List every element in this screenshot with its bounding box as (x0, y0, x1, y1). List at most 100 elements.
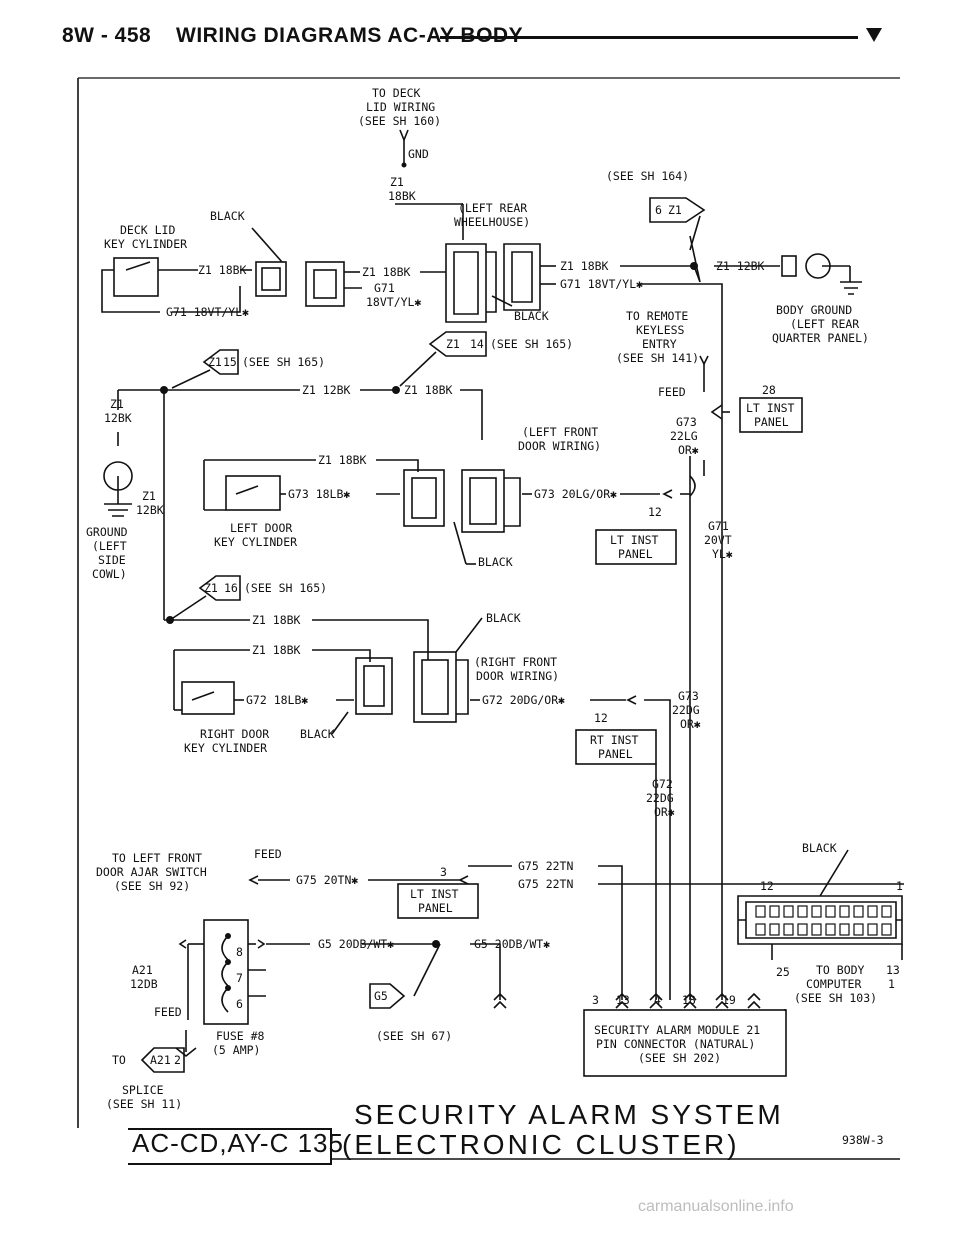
page-header: 8W - 458 WIRING DIAGRAMS AC-AY BODY (0, 0, 960, 60)
watermark-text: carmanualsonline.info (638, 1198, 794, 1215)
label-g73-22lg-1: G73 (676, 415, 697, 429)
label-deck-lid-1: DECK LID (120, 223, 175, 237)
label-left-front-2: DOOR WIRING) (518, 439, 601, 453)
label-g73-22lg-3: OR✱ (678, 443, 699, 457)
label-conn-14: 14 (470, 337, 484, 351)
label-g71-20vt-2: 20VT (704, 533, 732, 547)
label-g72-18lb: G72 18LB✱ (246, 693, 308, 707)
label-lt-inst-a2: PANEL (754, 415, 789, 429)
label-see-sh-165-b: (SEE SH 165) (490, 337, 573, 351)
label-1: 1 (896, 879, 903, 893)
label-deck-lid-wiring-3: (SEE SH 160) (358, 114, 441, 128)
label-left-door-1: LEFT DOOR (230, 521, 292, 535)
header-rule (440, 36, 858, 39)
footer-code: AC-CD,AY-C 135 (132, 1128, 344, 1158)
label-deck-lid-wiring-2: LID WIRING (366, 100, 435, 114)
label-pin-19: 19 (722, 993, 736, 1007)
label-1b: 1 (888, 977, 895, 991)
label-splice-1: SPLICE (122, 1083, 164, 1097)
label-to-lf-door-3: (SEE SH 92) (114, 879, 190, 893)
label-lt-inst-b2: PANEL (618, 547, 653, 561)
label-fuse-pin-7: 7 (236, 971, 243, 985)
label-g5-20db-b: G5 20DB/WT✱ (474, 937, 550, 951)
label-to-remote-2: KEYLESS (636, 323, 685, 337)
label-g73-22dg-1: G73 (678, 689, 699, 703)
label-3: 3 (440, 865, 447, 879)
label-to-remote-3: ENTRY (642, 337, 677, 351)
label-g72-22dg-1: G72 (652, 777, 673, 791)
label-feed-top: FEED (658, 385, 686, 399)
label-g73-22dg-3: OR✱ (680, 717, 701, 731)
label-conn-2: 2 (174, 1053, 181, 1067)
label-g72-20dg: G72 20DG/OR✱ (482, 693, 565, 707)
label-see-sh-165-a: (SEE SH 165) (242, 355, 325, 369)
drawing-number: 938W-3 (842, 1133, 884, 1147)
label-see-sh-67: (SEE SH 67) (376, 1029, 452, 1043)
label-g71-20vt-3: YL✱ (712, 547, 733, 561)
label-fuse-8-2: (5 AMP) (212, 1043, 260, 1057)
label-to-body-2: COMPUTER (806, 977, 861, 991)
label-z1-12bk-mid: Z1 12BK (302, 383, 351, 397)
label-lt-inst-a1: LT INST (746, 401, 795, 415)
label-28: 28 (762, 383, 776, 397)
label-module-3: (SEE SH 202) (638, 1051, 721, 1065)
label-12bk-ground: 12BK (136, 503, 164, 517)
label-left-rear-2: WHEELHOUSE) (454, 215, 530, 229)
label-to-body-3: (SEE SH 103) (794, 991, 877, 1005)
label-g75-22tn-a: G75 22TN (518, 859, 573, 873)
label-12db: 12DB (130, 977, 158, 991)
label-conn-g5: G5 (374, 989, 388, 1003)
label-g73-18lb: G73 18LB✱ (288, 487, 350, 501)
label-right-door-1: RIGHT DOOR (200, 727, 269, 741)
label-pin-3: 3 (592, 993, 599, 1007)
label-fuse-pin-6: 6 (236, 997, 243, 1011)
label-z1-ground: Z1 (142, 489, 156, 503)
label-black-right: BLACK (300, 727, 335, 741)
label-lt-inst-c2: PANEL (418, 901, 453, 915)
label-rt-inst-1: RT INST (590, 733, 639, 747)
label-body-ground-2: (LEFT REAR (790, 317, 859, 331)
label-body-ground-3: QUARTER PANEL) (772, 331, 869, 345)
label-left-rear-1: (LEFT REAR (458, 201, 527, 215)
label-12bk-left: 12BK (104, 411, 132, 425)
label-to-remote-4: (SEE SH 141) (616, 351, 699, 365)
label-black-left: BLACK (478, 555, 513, 569)
label-z1-left: Z1 (110, 397, 124, 411)
label-g75-20tn: G75 20TN✱ (296, 873, 358, 887)
label-conn-z1-6: Z1 (668, 203, 682, 217)
label-see-sh-165-c: (SEE SH 165) (244, 581, 327, 595)
label-pin-18: 18 (682, 993, 696, 1007)
label-right-front-2: DOOR WIRING) (476, 669, 559, 683)
label-g71-b1: G71 (374, 281, 395, 295)
label-g73-20lg: G73 20LG/OR✱ (534, 487, 617, 501)
label-right-door-2: KEY CYLINDER (184, 741, 267, 755)
label-fuse-8-1: FUSE #8 (216, 1029, 265, 1043)
label-to-remote-1: TO REMOTE (626, 309, 688, 323)
label-g71-b2: 18VT/YL✱ (366, 295, 421, 309)
label-z1-18bk-c: Z1 18BK (560, 259, 609, 273)
label-conn-16: 16 (224, 581, 238, 595)
label-deck-lid-wiring-1: TO DECK (372, 86, 421, 100)
label-g71-a: G71 18VT/YL✱ (166, 305, 249, 319)
label-pin-4: 4 (654, 993, 661, 1007)
label-gnd: GND (408, 147, 429, 161)
label-module-2: PIN CONNECTOR (NATURAL) (596, 1037, 755, 1051)
label-black-right-top: BLACK (486, 611, 521, 625)
label-ground-3: SIDE (98, 553, 126, 567)
label-conn-a21: A21 (150, 1053, 171, 1067)
label-black-computer: BLACK (802, 841, 837, 855)
diagram-title-line-1: SECURITY ALARM SYSTEM (354, 1099, 784, 1130)
label-ground-1: GROUND (86, 525, 128, 539)
label-body-ground-1: BODY GROUND (776, 303, 852, 317)
label-black-rear: BLACK (514, 309, 549, 323)
label-lt-inst-b1: LT INST (610, 533, 659, 547)
label-left-front-1: (LEFT FRONT (522, 425, 598, 439)
label-module-1: SECURITY ALARM MODULE 21 (594, 1023, 760, 1037)
label-conn-z1-15: Z1 (208, 355, 222, 369)
label-to-body-1: TO BODY (816, 963, 865, 977)
label-g73-22lg-2: 22LG (670, 429, 698, 443)
triangle-marker-icon (866, 28, 882, 42)
label-conn-z1-16: Z1 (204, 581, 218, 595)
label-a21: A21 (132, 963, 153, 977)
label-left-door-2: KEY CYLINDER (214, 535, 297, 549)
